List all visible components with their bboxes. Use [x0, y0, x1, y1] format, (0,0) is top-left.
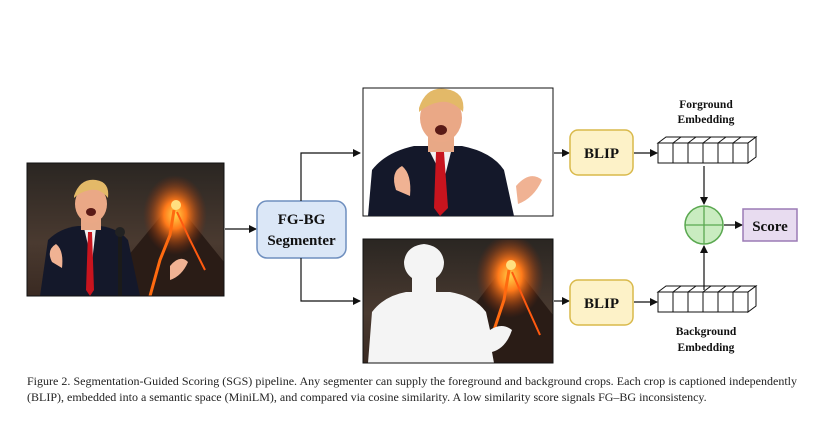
figure-caption: Figure 2. Segmentation-Guided Scoring (S… — [27, 374, 797, 404]
embedding-cell-edge — [672, 136, 682, 144]
bg-embedding-label-line2: Embedding — [678, 342, 735, 354]
arrow-segmenter-to-foreground — [300, 149, 361, 201]
input-image — [27, 163, 224, 296]
foreground-embedding-vector — [656, 136, 758, 164]
blip-top-box: BLIP — [569, 129, 634, 176]
plus-circle-icon — [684, 205, 724, 245]
embedding-cell — [672, 142, 689, 164]
background-crop-image — [363, 239, 553, 363]
blip-bottom-box: BLIP — [569, 279, 634, 326]
blip-top-label: BLIP — [584, 146, 619, 162]
embedding-cell-edge — [672, 285, 682, 293]
input-image-border — [26, 162, 225, 297]
segmenter-label-line1: FG-BG — [278, 212, 326, 228]
fg-embedding-label-line1: Forground — [679, 99, 733, 111]
blip-bottom-label: BLIP — [584, 296, 619, 312]
embedding-cell — [672, 291, 689, 313]
embedding-cell — [717, 291, 734, 313]
embedding-cell-edge — [717, 136, 727, 144]
embedding-cell-edge — [732, 136, 742, 144]
bg-embedding-label-line1: Background — [676, 326, 737, 338]
segmenter-label-line2: Segmenter — [267, 233, 336, 249]
score-box: Score — [742, 208, 798, 242]
embedding-cell — [657, 142, 674, 164]
embedding-cell-edge — [717, 285, 727, 293]
embedding-cell — [732, 291, 749, 313]
background-embedding-vector — [656, 285, 758, 313]
embedding-cell-edge — [732, 285, 742, 293]
embedding-cell — [657, 291, 674, 313]
score-label: Score — [752, 219, 788, 235]
fg-embedding-label-line2: Embedding — [678, 114, 735, 126]
embedding-cell-edge — [702, 136, 712, 144]
embedding-cell — [732, 142, 749, 164]
embedding-cell — [702, 291, 719, 313]
embedding-cell — [687, 142, 704, 164]
background-crop-border — [362, 238, 554, 364]
embedding-cell — [702, 142, 719, 164]
embedding-cell-edge — [687, 136, 697, 144]
foreground-crop-image — [362, 87, 554, 217]
embedding-cell-edge — [702, 285, 712, 293]
segmenter-box: FG-BG Segmenter — [256, 200, 347, 259]
arrow-segmenter-to-background — [300, 258, 361, 305]
embedding-cell-edge — [687, 285, 697, 293]
embedding-cell — [687, 291, 704, 313]
embedding-cell — [717, 142, 734, 164]
